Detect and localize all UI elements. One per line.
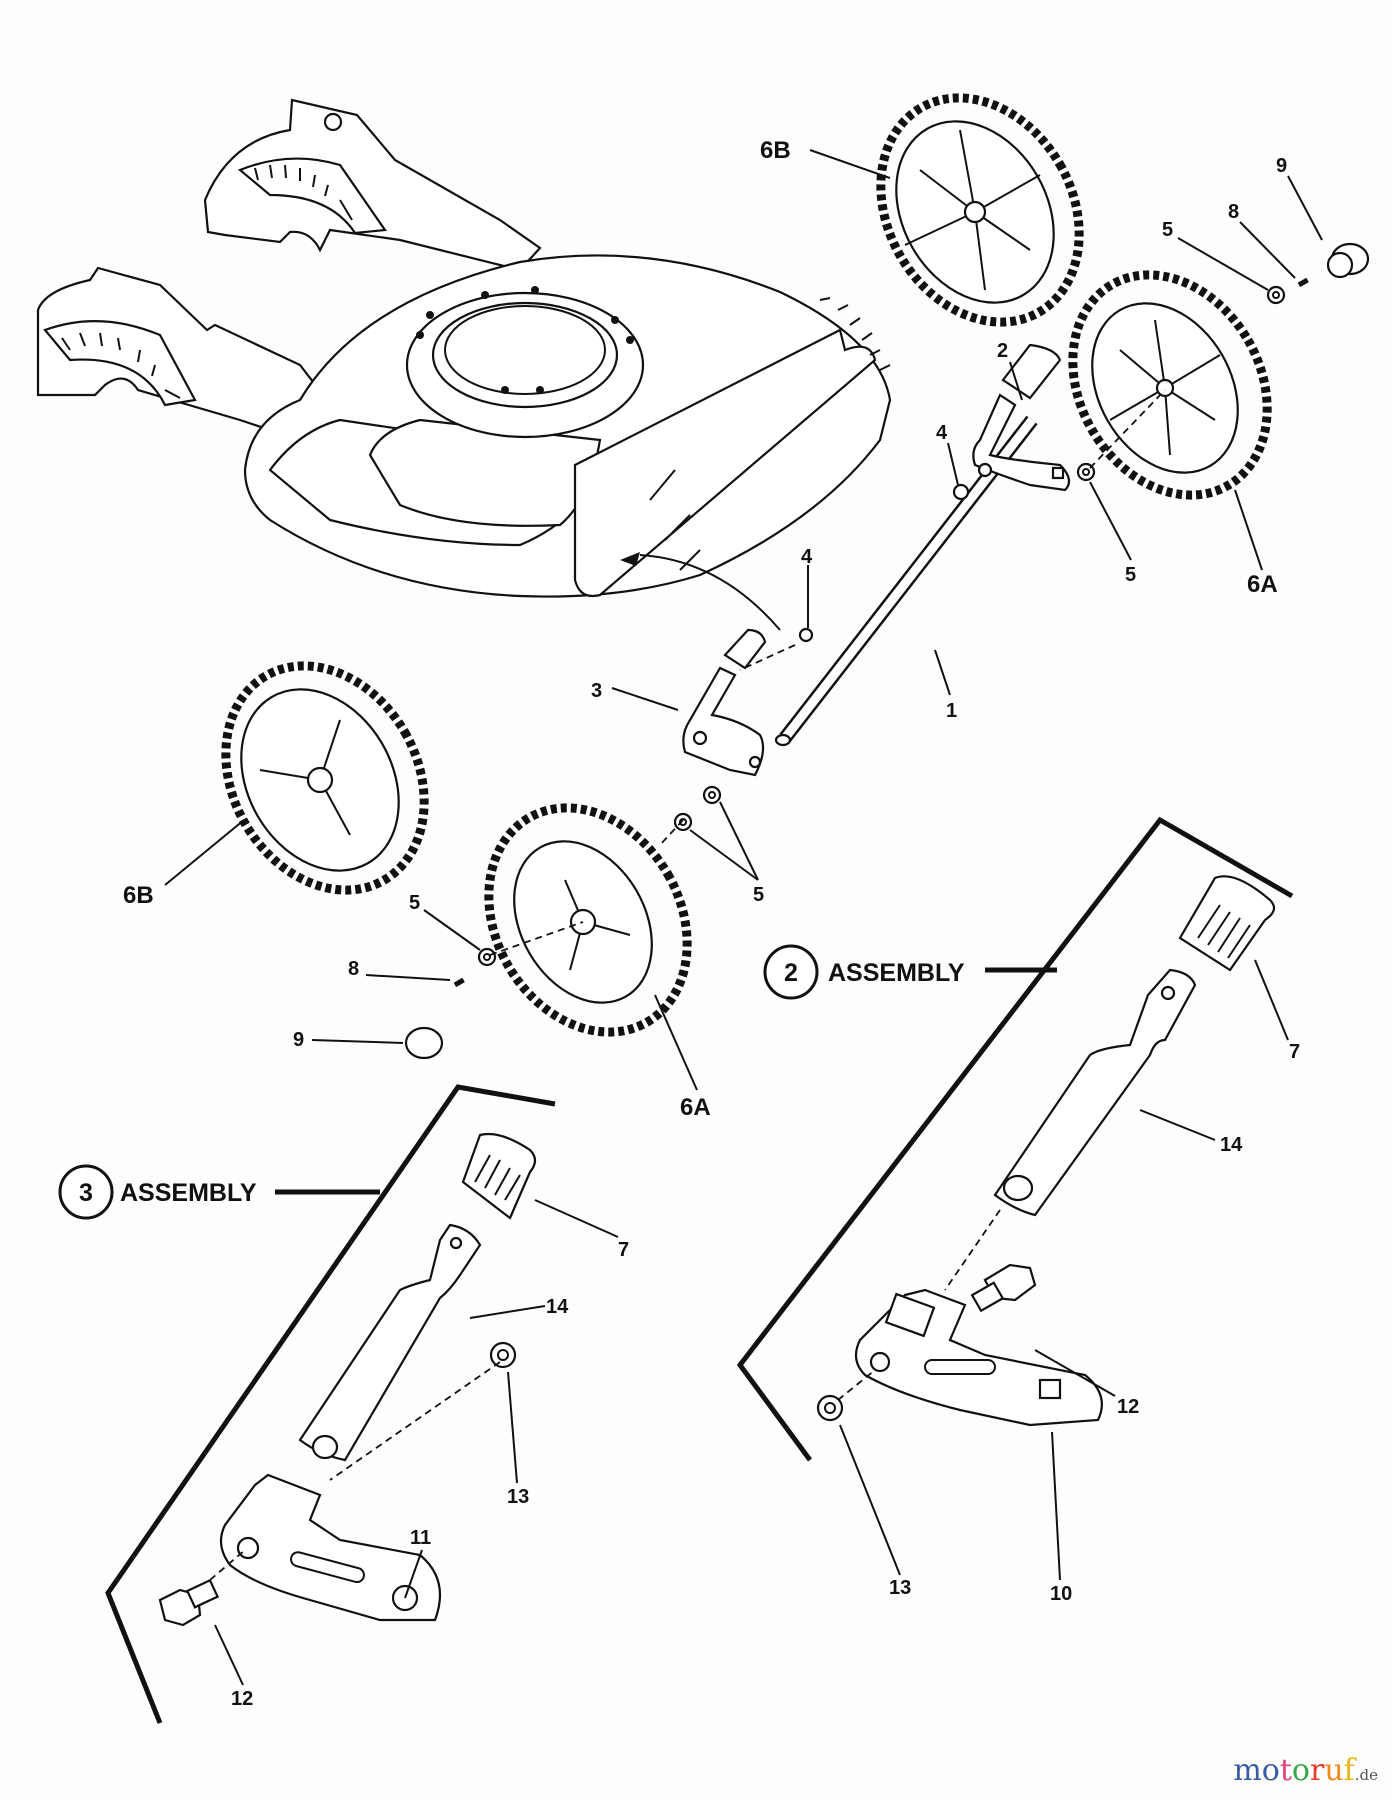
watermark-letter: o bbox=[1291, 1753, 1310, 1788]
assembly-2-frame bbox=[736, 816, 1294, 1462]
hardware bbox=[404, 242, 1370, 1060]
part-pin-8-top bbox=[1297, 277, 1309, 288]
callout-11-asm3: 11 bbox=[410, 1527, 431, 1549]
callout-13-asm3: 13 bbox=[507, 1486, 529, 1508]
wheel-6b-left bbox=[221, 661, 429, 895]
callout-14-asm2: 14 bbox=[1220, 1134, 1243, 1156]
callout-1: 1 bbox=[946, 700, 957, 722]
part-washer-5-pair-b bbox=[702, 785, 722, 805]
part-nut-4-a bbox=[952, 483, 970, 501]
part-washer-5-pair-a bbox=[673, 812, 693, 832]
watermark-letters: motoruf bbox=[1233, 1753, 1354, 1788]
watermark-letter: r bbox=[1309, 1753, 1325, 1788]
callout-7-asm2: 7 bbox=[1289, 1041, 1300, 1063]
callout-6b-left: 6B bbox=[123, 882, 154, 909]
callout-14-asm3: 14 bbox=[546, 1296, 569, 1318]
callout-12-asm2: 12 bbox=[1117, 1396, 1139, 1418]
callout-9-top: 9 bbox=[1276, 155, 1287, 177]
part-height-adjuster-2 bbox=[972, 343, 1071, 492]
callout-8-top: 8 bbox=[1228, 201, 1239, 223]
assembly-2-number: 2 bbox=[784, 959, 798, 987]
assembly-2-label: ASSEMBLY bbox=[828, 959, 965, 987]
assembly-3-frame bbox=[58, 1084, 556, 1724]
callout-4-b: 4 bbox=[801, 546, 813, 568]
wheel-6b-top bbox=[876, 93, 1084, 327]
watermark-letter: m bbox=[1233, 1753, 1262, 1788]
part-washer-5-top bbox=[1266, 285, 1286, 305]
wheel-6a-right bbox=[1068, 270, 1272, 500]
height-scale-lower bbox=[61, 332, 181, 399]
engine-mount-ring bbox=[405, 286, 645, 439]
watermark-logo: motoruf.de bbox=[1233, 1753, 1378, 1788]
callout-9-left: 9 bbox=[293, 1029, 304, 1051]
callout-12-asm3: 12 bbox=[231, 1688, 253, 1710]
part-pin-8-left bbox=[453, 977, 465, 988]
watermark-letter: u bbox=[1324, 1753, 1344, 1788]
callout-7-asm3: 7 bbox=[618, 1239, 629, 1261]
part-cap-9-left bbox=[404, 1026, 444, 1060]
watermark-letter: f bbox=[1343, 1753, 1355, 1788]
callout-labels: 6B 9 8 5 2 4 5 6A 4 3 1 6B 5 5 8 9 6A 7 … bbox=[123, 137, 1300, 1710]
part-washer-5-left bbox=[477, 947, 497, 967]
callout-5-right: 5 bbox=[1125, 564, 1136, 586]
callout-10-asm2: 10 bbox=[1050, 1583, 1072, 1605]
callout-4-a: 4 bbox=[936, 422, 948, 444]
callout-5-pair: 5 bbox=[753, 884, 764, 906]
assembly-3-number: 3 bbox=[79, 1179, 93, 1207]
watermark-letter: o bbox=[1261, 1753, 1280, 1788]
callout-6b-top: 6B bbox=[760, 137, 791, 164]
callout-8-left: 8 bbox=[348, 958, 359, 980]
callout-3: 3 bbox=[591, 680, 602, 702]
assembly-3-label: ASSEMBLY bbox=[120, 1179, 257, 1207]
callout-2: 2 bbox=[997, 340, 1008, 362]
leader-lines bbox=[164, 149, 1323, 1686]
callout-6a-right: 6A bbox=[1247, 571, 1278, 598]
callout-6a-left: 6A bbox=[680, 1094, 711, 1121]
callout-13-asm2: 13 bbox=[889, 1577, 911, 1599]
watermark-letter: t bbox=[1279, 1753, 1292, 1788]
part-height-adjuster-3 bbox=[682, 628, 767, 777]
mower-deck bbox=[36, 98, 892, 631]
callout-5-left: 5 bbox=[409, 892, 420, 914]
height-scale-upper bbox=[254, 164, 353, 221]
part-nut-4-b bbox=[798, 627, 814, 643]
callout-5-top: 5 bbox=[1162, 219, 1173, 241]
watermark-suffix: .de bbox=[1354, 1766, 1378, 1784]
